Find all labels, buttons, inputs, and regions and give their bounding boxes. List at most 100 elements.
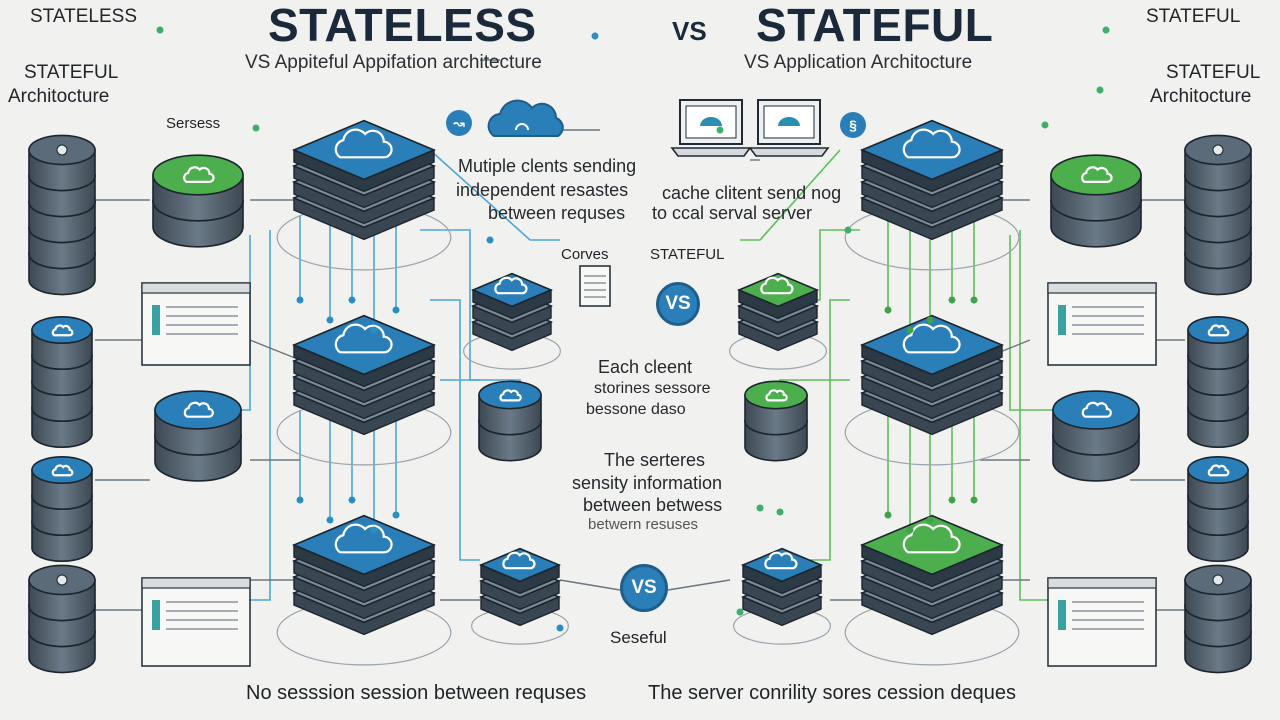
connector-dot (776, 508, 784, 516)
servers-line4: betwern resuses (588, 516, 699, 533)
diagram-nodes (28, 26, 1252, 674)
title-stateless: STATELESS (268, 0, 537, 51)
document-icon (579, 265, 611, 307)
cloud-icon (902, 523, 961, 554)
connector-dot (326, 316, 334, 324)
database-left-top (28, 134, 96, 296)
left-note-line3: between requses (488, 203, 626, 223)
left-arch-line2: Architocture (8, 86, 110, 107)
connector-dot (370, 326, 378, 334)
cloud-icon (760, 276, 794, 295)
database-left-lower (31, 455, 93, 562)
connector-dot (906, 526, 914, 534)
connector-dot (716, 126, 724, 134)
cloud-icon (764, 551, 798, 570)
connector-dot (756, 504, 764, 512)
dashboard-panel-right-top (1047, 282, 1157, 366)
database-right-middle (1187, 315, 1249, 448)
server-small-bottom-right (733, 547, 831, 645)
link-icon-right: § (840, 112, 866, 138)
right-note-line2: to ccal serval server (652, 203, 813, 223)
cloud-icon (1207, 324, 1230, 337)
connector-dot (370, 526, 378, 534)
server-small-center-left (463, 272, 561, 370)
connector-dot (906, 326, 914, 334)
cloud-icon-top (487, 99, 564, 137)
each-line1: Each cleent (598, 357, 693, 377)
dashboard-panel-left-bottom (141, 577, 251, 667)
cloud-icon (494, 276, 528, 295)
cloud-icon (765, 389, 788, 402)
right-arch-line2: Architocture (1150, 86, 1252, 107)
cache-right-top (1050, 154, 1142, 248)
connector-dot (296, 296, 304, 304)
database-right-bottom (1184, 564, 1252, 674)
cache-center-left (478, 380, 542, 462)
connector-dot (736, 608, 744, 616)
cloud-icon (499, 389, 522, 402)
subtitle-left: VS Appiteful Appifation architecture (245, 52, 542, 73)
cloud-icon (334, 523, 393, 554)
left-small-label: Sersess (166, 115, 221, 132)
server-small-center-right (729, 272, 827, 370)
right-arch-line1: STATEFUL (1166, 62, 1261, 83)
link-icon-left: ↝ (446, 110, 472, 136)
vs-badge-center: VS (656, 282, 700, 326)
servers-line3: between betwess (583, 495, 723, 515)
database-left-middle (31, 315, 93, 448)
right-note-line1: cache clitent send nog (662, 183, 842, 203)
label-sesseful: Seseful (610, 628, 667, 647)
dashboard-panel-left-top (141, 282, 251, 366)
cloud-icon (1081, 401, 1112, 418)
cloud-icon (51, 464, 74, 477)
left-note-line1: Mutiple clents sending (458, 156, 637, 176)
server-stack-left-bottom (276, 514, 452, 666)
connector-dot (970, 296, 978, 304)
vs-badge-bottom: VS (620, 564, 668, 612)
connector-dot (591, 32, 599, 40)
cloud-icon (334, 323, 393, 354)
connector-dot (392, 306, 400, 314)
cache-left-middle (154, 390, 242, 482)
footer-left: No sesssion session between requses (246, 682, 587, 704)
subtitle-right: VS Application Architocture (744, 52, 973, 73)
connector-dot (884, 306, 892, 314)
label-stateful-mid: STATEFUL (650, 246, 725, 263)
label-coves: Corves (561, 246, 609, 263)
cache-left-top (152, 154, 244, 248)
cache-center-right (744, 380, 808, 462)
connector-dot (844, 226, 852, 234)
connector-dot (884, 511, 892, 519)
left-arch-line1: STATEFUL (24, 62, 119, 83)
database-right-lower (1187, 455, 1249, 562)
connector-dot (948, 496, 956, 504)
each-line3: bessone daso (586, 401, 686, 418)
top-right-label: STATEFUL (1146, 6, 1241, 27)
connector-dot (556, 624, 564, 632)
server-stack-right-bottom (844, 514, 1020, 666)
title-stateful: STATEFUL (756, 0, 994, 51)
server-stack-left-middle (276, 314, 452, 466)
connector-dot (1102, 26, 1110, 34)
server-stack-right-middle (844, 314, 1020, 466)
connector-dot (348, 496, 356, 504)
connector-dot (926, 316, 934, 324)
connector-dot (1096, 86, 1104, 94)
server-small-bottom-left (471, 547, 569, 645)
top-left-label: STATELESS (30, 6, 137, 27)
servers-line1: The serteres (604, 450, 706, 470)
cloud-icon (334, 128, 393, 159)
laptop-client-2 (748, 99, 830, 157)
each-line2: storines sessore (594, 380, 711, 397)
connector-dot (252, 124, 260, 132)
connector-dot (486, 236, 494, 244)
servers-line2: sensity information (572, 473, 723, 493)
cloud-icon (1207, 464, 1230, 477)
cache-right-middle (1052, 390, 1140, 482)
connector-dot (296, 496, 304, 504)
connector-dot (926, 516, 934, 524)
connector-dot (970, 496, 978, 504)
connector-dot (156, 26, 164, 34)
connector-dot (948, 296, 956, 304)
server-stack-left-top (276, 119, 452, 271)
